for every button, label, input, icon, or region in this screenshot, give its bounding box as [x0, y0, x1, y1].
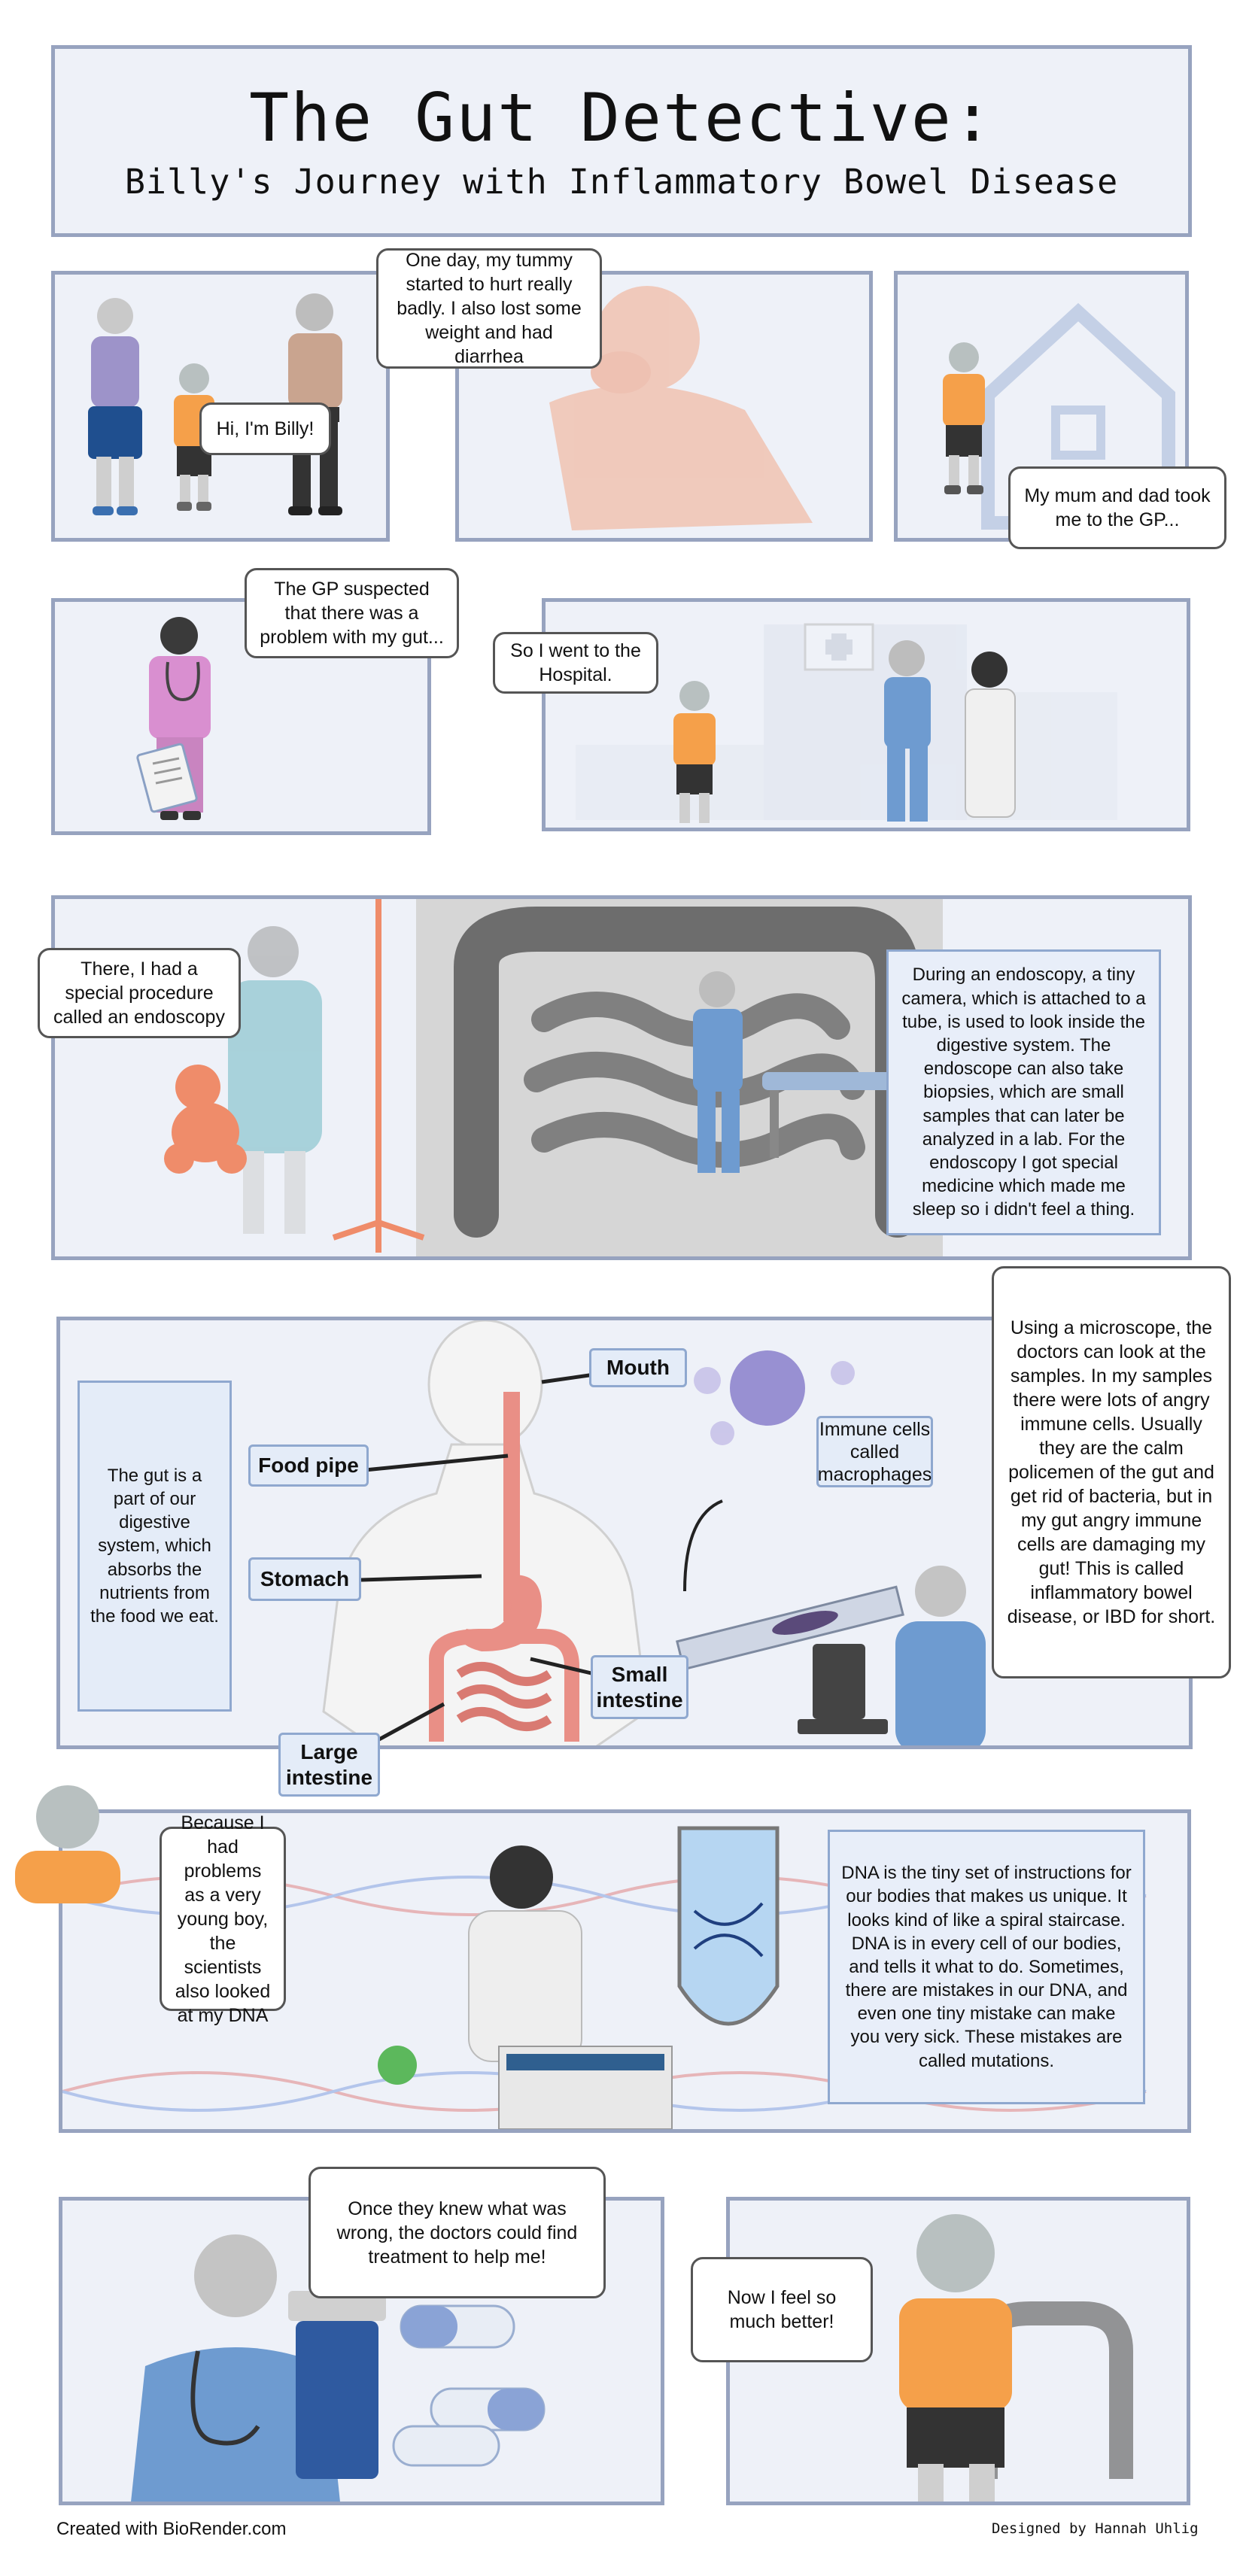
label-mouth: Mouth [589, 1348, 687, 1387]
label-small-intestine: Small intestine [591, 1655, 688, 1719]
pill-capsule-icon [392, 2304, 546, 2467]
billy-head-icon [8, 1776, 128, 1907]
treatment-illustration [131, 2234, 546, 2502]
happy-billy-illustration [899, 2214, 1133, 2502]
teddy-bear [164, 1065, 247, 1174]
test-tube-icon [677, 1826, 780, 2026]
pill-bottle-icon [288, 2291, 386, 2479]
speech-bubble-gp-visit: My mum and dad took me to the GP... [1008, 466, 1226, 549]
large-intestine-organ [429, 1629, 579, 1742]
scientist-figure [895, 1566, 986, 1745]
speech-bubble-procedure: There, I had a special procedure called … [38, 948, 241, 1038]
digestive-system-illustration [322, 1320, 986, 1745]
created-with-credit: Created with BioRender.com [56, 2519, 287, 2539]
gp-illustration [136, 617, 211, 820]
mum-figure [88, 298, 142, 515]
speech-bubble-treatment: Once they knew what was wrong, the docto… [308, 2167, 606, 2298]
billy-figure [673, 681, 716, 823]
speech-bubble-microscope: Using a microscope, the doctors can look… [992, 1266, 1231, 1678]
house-illustration [943, 302, 1175, 530]
patient-figure [228, 926, 322, 1234]
title-panel: The Gut Detective: Billy's Journey with … [51, 45, 1192, 237]
panel-family [51, 271, 390, 542]
speech-bubble-tummy: One day, my tummy started to hurt really… [376, 248, 602, 369]
panel-better [726, 2197, 1190, 2505]
microscope [798, 1644, 888, 1734]
scientist-figure [378, 1845, 582, 2085]
speech-bubble-better: Now I feel so much better! [691, 2257, 873, 2362]
microscope-slide [676, 1499, 904, 1671]
page-subtitle: Billy's Journey with Inflammatory Bowel … [124, 162, 1119, 202]
billy-figure [899, 2214, 1012, 2502]
doctor-figure [884, 640, 931, 822]
dna-info-box: DNA is the tiny set of instructions for … [828, 1830, 1145, 2104]
page-title: The Gut Detective: [249, 79, 994, 156]
doctor-figure [693, 971, 743, 1173]
designer-credit: Designed by Hannah Uhlig [992, 2520, 1199, 2537]
family-illustration [88, 293, 342, 515]
speech-bubble-dna: Because I had problems as a very young b… [160, 1812, 286, 2026]
clipboard-icon [136, 743, 198, 813]
gut-info-box: The gut is a part of our digestive syste… [78, 1381, 232, 1712]
label-food-pipe: Food pipe [248, 1444, 369, 1487]
label-large-intestine: Large intestine [278, 1733, 380, 1797]
iv-drip [332, 899, 425, 1253]
label-macrophages: Immune cells called macrophages [816, 1416, 933, 1487]
billy-figure [943, 342, 985, 494]
speech-bubble-hospital: So I went to the Hospital. [493, 632, 658, 694]
doctor-figure [131, 2234, 340, 2502]
endoscopy-info-box: During an endoscopy, a tiny camera, whic… [886, 949, 1161, 1235]
macrophage-cells [694, 1350, 855, 1445]
hospital-illustration [576, 623, 1117, 823]
speech-bubble-gp-suspect: The GP suspected that there was a proble… [245, 568, 459, 658]
tummy-ache-illustration [549, 286, 813, 530]
scientist-figure [965, 652, 1016, 818]
label-stomach: Stomach [248, 1557, 361, 1601]
test-tube-rack [498, 2046, 673, 2129]
small-intestine-organ [456, 1662, 552, 1731]
speech-bubble-billy-intro: Hi, I'm Billy! [199, 402, 331, 455]
